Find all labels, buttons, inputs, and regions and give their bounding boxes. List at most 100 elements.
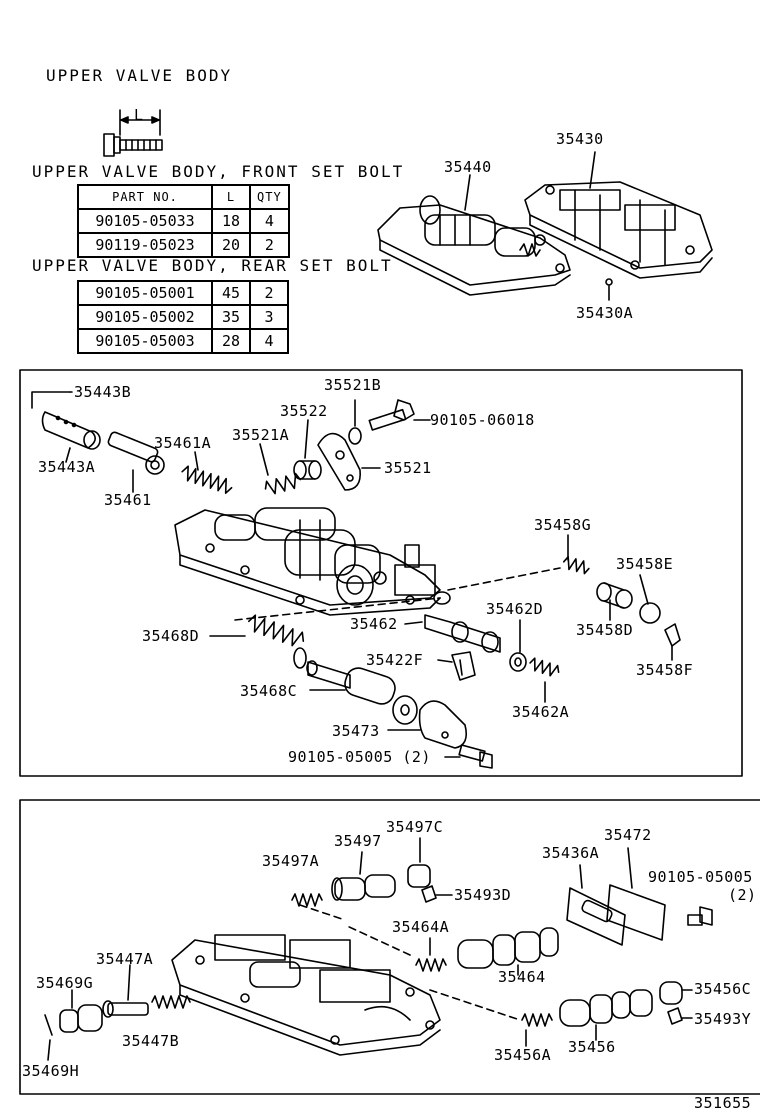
callout-35430A: 35430A: [576, 304, 634, 322]
callout-35462D: 35462D: [486, 600, 544, 618]
part-no-cell: 90105-05033: [77, 208, 213, 234]
qty-cell: 4: [249, 208, 290, 234]
cam-plate-35521: [317, 432, 381, 491]
callout-35462: 35462: [350, 615, 398, 633]
valve-35468C: [306, 660, 418, 725]
table-header-row: PART NO. L QTY: [77, 184, 290, 210]
plug-35497C: [407, 864, 431, 888]
valve-35456: [559, 989, 653, 1041]
front-set-bolt-table: PART NO. L QTY 90105-05033 18 4 90119-05…: [77, 184, 290, 258]
table-row: 90105-05033 18 4: [77, 208, 290, 234]
header-part-no: PART NO.: [77, 184, 213, 210]
plunger-35447A: [102, 964, 149, 1018]
callout-35493D: 35493D: [454, 886, 512, 904]
spring-35462A: [529, 657, 560, 677]
callout-35472: 35472: [604, 826, 652, 844]
callout-35436A: 35436A: [542, 844, 600, 862]
upper-valve-body-bottom: [171, 934, 441, 1056]
callout-35443B: 35443B: [74, 383, 132, 401]
plug-35522: [293, 419, 322, 480]
callout-35458D: 35458D: [576, 621, 634, 639]
callout-35456C: 35456C: [694, 980, 752, 998]
part-no-cell: 90105-05001: [77, 280, 213, 306]
part-no-cell: 90105-05002: [77, 304, 213, 330]
plug-35456C: [659, 981, 683, 1005]
gasket-35436A: [566, 864, 626, 946]
callout-35458F: 35458F: [636, 661, 694, 679]
callout-35462A: 35462A: [512, 703, 570, 721]
length-cell: 45: [211, 280, 251, 306]
valve-35462: [404, 614, 501, 653]
spring-35521A: [264, 472, 302, 495]
callout-90105-05005: 90105-05005: [648, 868, 753, 886]
callout-35443A: 35443A: [38, 458, 96, 476]
callout-qty-2: (2): [728, 886, 757, 904]
valve-assembly-35440: [377, 174, 571, 296]
rear-set-bolt-title: UPPER VALVE BODY, REAR SET BOLT: [32, 256, 393, 275]
callout-35458E: 35458E: [616, 555, 674, 573]
callout-35468C: 35468C: [240, 682, 298, 700]
qty-cell: 2: [249, 232, 290, 258]
callout-35464A: 35464A: [392, 918, 450, 936]
callout-35522: 35522: [280, 402, 328, 420]
header-qty: QTY: [249, 184, 290, 210]
table-row: 90105-05001 45 2: [77, 280, 289, 306]
plug-35469G: [59, 989, 103, 1033]
qty-cell: 4: [249, 328, 289, 354]
valve-body-35430: [524, 151, 713, 301]
table-row: 90105-05002 35 3: [77, 304, 289, 330]
callout-35521A: 35521A: [232, 426, 290, 444]
spring-35468D: [248, 614, 307, 669]
callout-35469G: 35469G: [36, 974, 94, 992]
qty-cell: 3: [249, 304, 289, 330]
rear-set-bolt-table: 90105-05001 45 2 90105-05002 35 3 90105-…: [77, 280, 289, 354]
bolt-dimension-sketch: [103, 109, 163, 157]
bolt-90105-06018: [368, 399, 431, 431]
clip-35493D: [421, 885, 437, 903]
front-set-bolt-title: UPPER VALVE BODY, FRONT SET BOLT: [32, 162, 405, 181]
spring-35497A: [291, 893, 323, 907]
callout-35464: 35464: [498, 968, 546, 986]
callout-35497C: 35497C: [386, 818, 444, 836]
callout-35469H: 35469H: [22, 1062, 80, 1080]
upper-valve-body-middle: [174, 507, 451, 616]
spring-35461A: [181, 465, 233, 494]
diagram-title: UPPER VALVE BODY: [46, 66, 233, 85]
valve-35497: [331, 851, 396, 901]
callout-35461: 35461: [104, 491, 152, 509]
plunger-35461: [107, 431, 165, 493]
spring-35456A: [521, 1013, 553, 1027]
callout-35521B: 35521B: [324, 376, 382, 394]
valve-35464: [457, 927, 559, 976]
spring-35447B: [151, 995, 191, 1009]
table-row: 90119-05023 20 2: [77, 232, 290, 258]
washer-35462D: [509, 652, 527, 672]
spring-35464A: [415, 958, 447, 972]
callout-90105-05005-2: 90105-05005 (2): [288, 748, 431, 766]
clip-35493Y: [667, 1007, 683, 1025]
part-no-cell: 90119-05023: [77, 232, 213, 258]
clip-35458F: [664, 623, 681, 647]
length-cell: 18: [211, 208, 251, 234]
clip-35443B: [31, 391, 71, 409]
callout-35422F: 35422F: [366, 651, 424, 669]
table-row: 90105-05003 28 4: [77, 328, 289, 354]
figure-number: 351655: [694, 1094, 752, 1112]
callout-35456: 35456: [568, 1038, 616, 1056]
callout-35497A: 35497A: [262, 852, 320, 870]
part-no-cell: 90105-05003: [77, 328, 213, 354]
callout-35447B: 35447B: [122, 1032, 180, 1050]
plate-35472: [606, 847, 666, 941]
callout-35468D: 35468D: [142, 627, 200, 645]
sleeve-35443A: [41, 411, 101, 450]
spring-35458G: [562, 555, 590, 575]
bolt-90105-05005-bottom: [687, 906, 713, 926]
plug-35458D: [596, 582, 633, 621]
length-cell: 35: [211, 304, 251, 330]
callout-35461A: 35461A: [154, 434, 212, 452]
plug-35458E: [639, 602, 661, 624]
callout-35497: 35497: [334, 832, 382, 850]
callout-35430: 35430: [556, 130, 604, 148]
callout-35473: 35473: [332, 722, 380, 740]
